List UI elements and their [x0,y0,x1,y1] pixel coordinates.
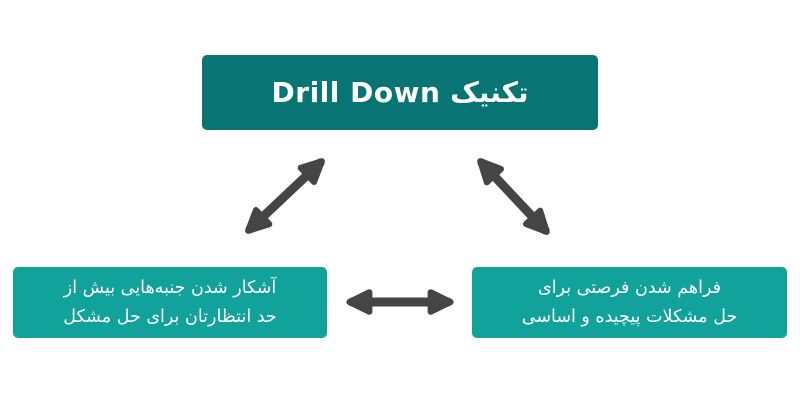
right-outcome-node: فراهم شدن فرصتی برای حل مشکلات پیچیده و … [472,267,787,338]
right-outcome-line2: حل مشکلات پیچیده و اساسی [521,306,738,327]
left-outcome-line2: حد انتظارتان برای حل مشکل [63,306,277,327]
left-outcome-node: آشکار شدن جنبه‌هایی بیش از حد انتظارتان … [13,267,327,338]
right-outcome-line1: فراهم شدن فرصتی برای [538,277,721,298]
arrow-title-to-left-node [245,158,325,234]
drill-down-title-node: تکنیک Drill Down [202,55,598,130]
title-node-label: تکنیک Drill Down [271,76,529,109]
left-outcome-line1: آشکار شدن جنبه‌هایی بیش از [63,277,277,298]
arrow-title-to-right-node [477,158,550,235]
